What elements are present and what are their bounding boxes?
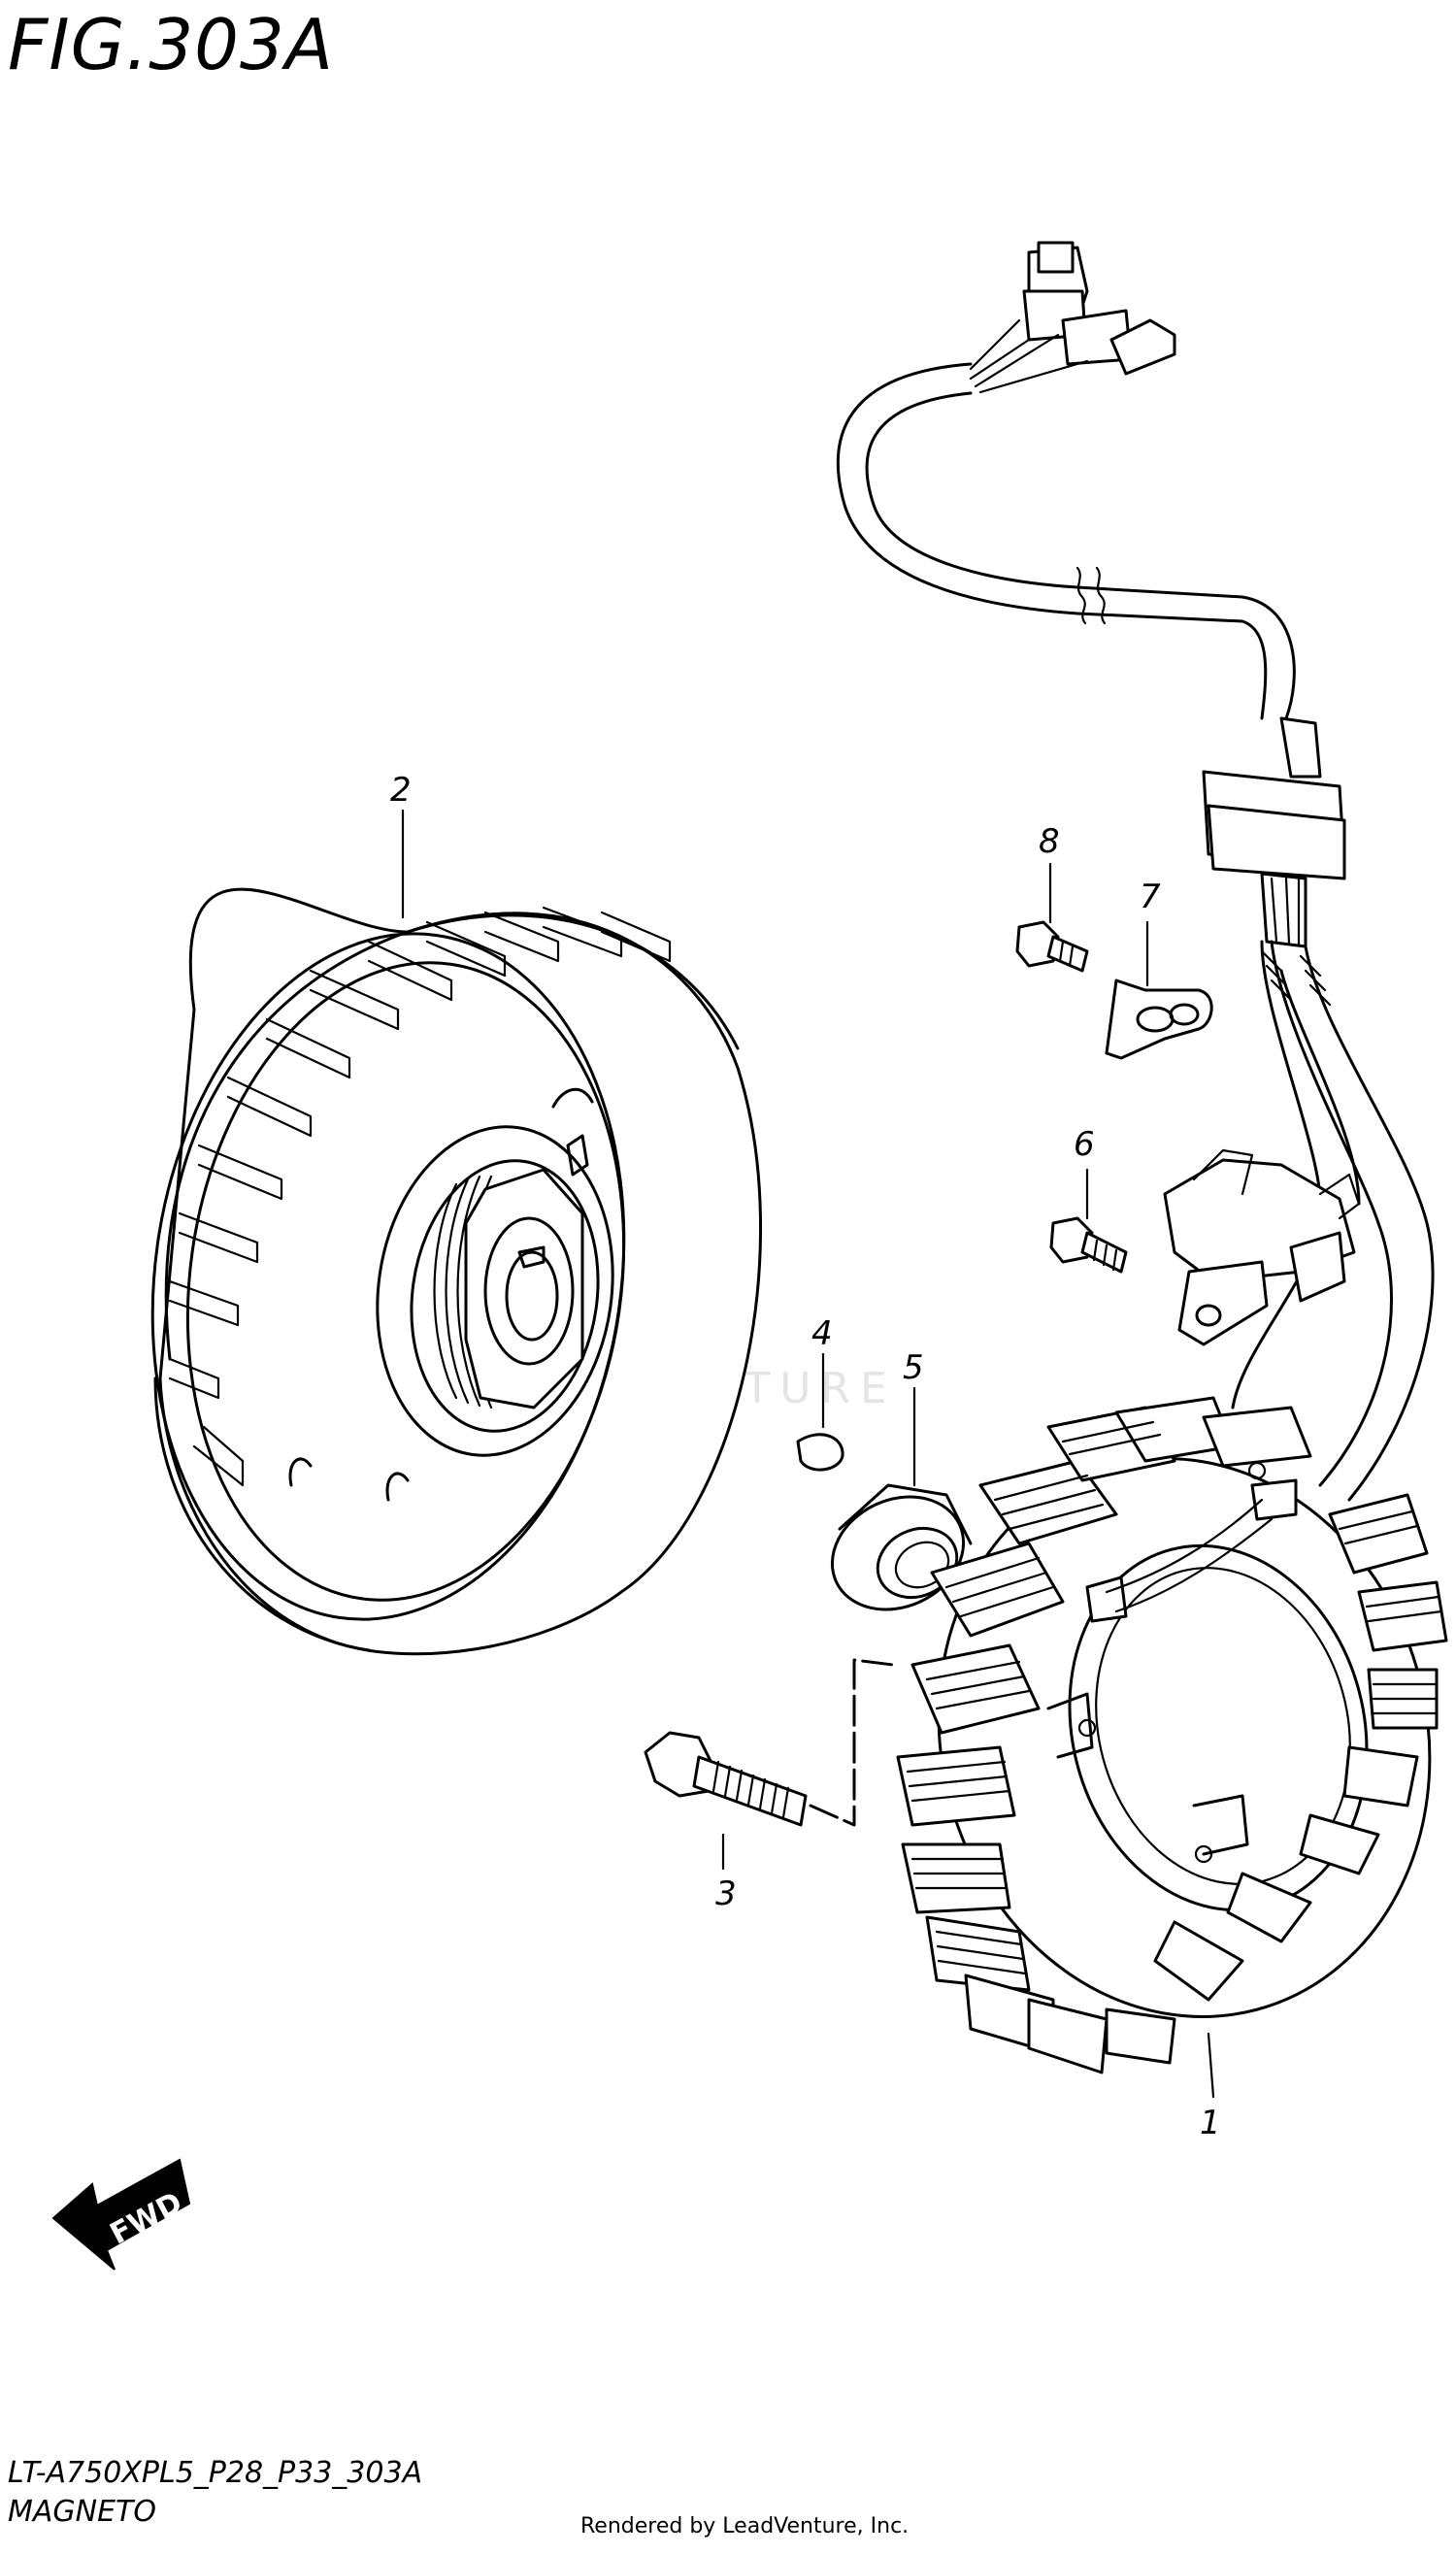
flywheel-rotor[interactable]: [110, 887, 762, 1656]
stator-bolt[interactable]: [644, 1731, 808, 1827]
harness-connector-middle[interactable]: [1202, 716, 1346, 948]
stator-poles: [896, 1396, 1448, 2074]
clamp-screw[interactable]: [1015, 920, 1089, 973]
spacer-bushing[interactable]: [813, 1476, 981, 1631]
fwd-arrow: FWD: [51, 2158, 191, 2271]
stator-windings: [906, 1420, 1443, 1975]
pickup-screw[interactable]: [1049, 1216, 1128, 1274]
model-code: LT-A750XPL5_P28_P33_303A: [8, 2456, 423, 2490]
harness-clamp[interactable]: [1105, 978, 1213, 1060]
callout-4: 4: [811, 1314, 833, 1353]
harness-connector-upper[interactable]: [969, 241, 1176, 394]
leader-lines: [401, 809, 1215, 2099]
render-credit: Rendered by LeadVenture, Inc.: [580, 2514, 910, 2538]
callout-5: 5: [903, 1348, 924, 1387]
rotor-slots: [168, 906, 672, 1487]
section-name: MAGNETO: [8, 2495, 156, 2529]
pickup-coil[interactable]: [1163, 1148, 1361, 1346]
stator-assembly[interactable]: [877, 1396, 1456, 2074]
callout-2: 2: [390, 771, 412, 810]
callout-1: 1: [1200, 2104, 1221, 2142]
callout-6: 6: [1074, 1125, 1095, 1164]
callout-8: 8: [1039, 822, 1060, 861]
callout-3: 3: [715, 1874, 737, 1913]
figure-title: FIG.303A: [8, 4, 335, 85]
callout-7: 7: [1140, 878, 1161, 916]
woodruff-key[interactable]: [796, 1433, 844, 1472]
callout-labels: 2 3 4 5 6 7 8 1: [390, 771, 1221, 2142]
wiring-harness[interactable]: [836, 241, 1435, 1623]
assembly-guide-line: [809, 1658, 895, 1827]
